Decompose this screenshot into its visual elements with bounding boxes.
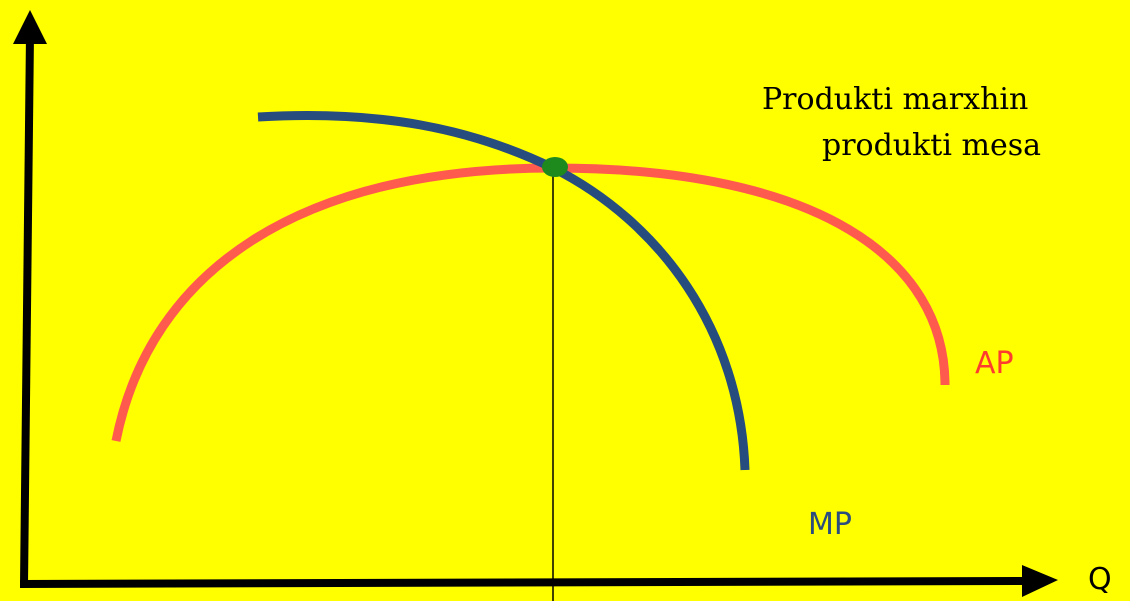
annotation-line-1: Produkti marxhin: [762, 82, 1028, 117]
x-axis: [19, 577, 1031, 588]
y-axis: [20, 33, 34, 586]
intersection-point: [542, 157, 568, 177]
mp-label: MP: [808, 507, 852, 542]
annotation-line-2: produkti mesa: [822, 128, 1041, 163]
x-axis-label: Q: [1088, 562, 1112, 597]
ap-label: AP: [975, 346, 1014, 381]
y-axis-arrowhead: [13, 10, 47, 44]
x-axis-arrowhead: [1022, 565, 1058, 597]
